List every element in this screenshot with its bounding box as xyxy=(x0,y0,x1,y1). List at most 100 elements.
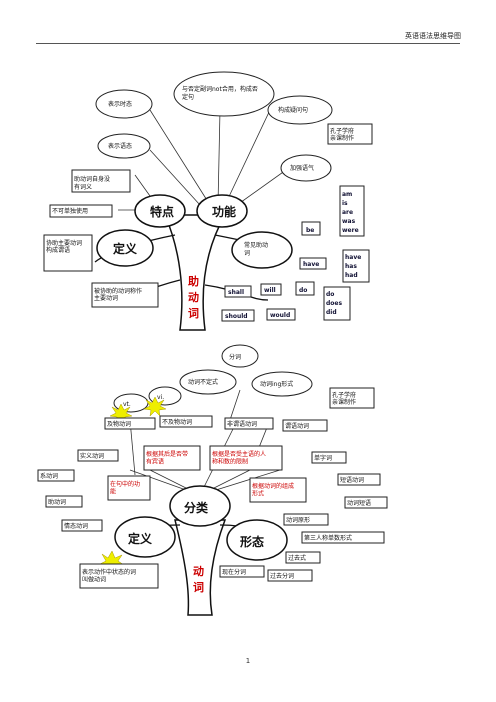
cloud-vt-text: vt. xyxy=(123,401,131,408)
be-form-were: were xyxy=(342,227,359,234)
oval-function xyxy=(196,194,248,228)
box-finite xyxy=(282,419,328,432)
form-present-participle-text: 现在分词 xyxy=(222,568,246,576)
definition2-label: 定义 xyxy=(128,531,153,546)
cloud-negation-text-1: 与否定副词not合用，构成否定句 xyxy=(182,85,258,101)
form-third-text: 第三人称单数形式 xyxy=(304,534,352,542)
red-box-person-text: 根据是否受主语的人称和数的限制 xyxy=(212,450,266,465)
box-modal-text: 情态动词 xyxy=(64,522,88,530)
word-would-text: would xyxy=(270,312,290,319)
cloud-emphasis xyxy=(280,154,332,182)
box-phrasal xyxy=(337,473,381,486)
box-intransitive-text: 不及物动词 xyxy=(162,418,192,426)
box-modal xyxy=(61,519,103,532)
page-number: 1 xyxy=(245,657,251,665)
oval-classification xyxy=(169,485,231,527)
box-transitive-text: 及物动词 xyxy=(107,420,131,428)
box-assist-text: 协助主要动词构成谓语 xyxy=(46,239,82,254)
red-box-object xyxy=(143,445,201,471)
cloud-voice xyxy=(97,133,151,159)
word-will-text: will xyxy=(264,287,276,294)
oval-definition xyxy=(96,229,154,267)
be-form-was: was xyxy=(342,218,356,225)
spokes xyxy=(118,109,301,211)
map2-title: 动词 xyxy=(193,564,204,594)
word-do xyxy=(295,281,315,296)
credit-text: 孔子学府 亲课制作 xyxy=(330,127,356,142)
red-box-form xyxy=(249,477,307,503)
credit-box-2 xyxy=(329,387,375,409)
cloud-voice-text: 表示语态 xyxy=(108,142,132,150)
box-main-verb-text: 被协助的动词称作主要动词 xyxy=(94,287,142,302)
credit-box xyxy=(327,123,373,145)
cloud-participle-text: 分词 xyxy=(229,353,241,361)
function-label: 功能 xyxy=(212,204,236,219)
box-notional xyxy=(77,449,119,462)
oval-feature xyxy=(134,194,186,228)
have-form-had: had xyxy=(345,272,358,279)
form-past-text: 过去式 xyxy=(288,554,306,562)
cloud-participle xyxy=(221,344,259,368)
box-nonfinite xyxy=(224,417,274,430)
red-box-function-text: 在句中的功能 xyxy=(110,480,140,495)
box-finite-text: 谓语动词 xyxy=(285,422,309,430)
cloud-infinitive-text: 动词不定式 xyxy=(188,378,218,386)
oval-common xyxy=(231,231,293,269)
box-verb-phrase-text: 动词短语 xyxy=(347,499,371,507)
word-would xyxy=(266,308,296,321)
map1-title: 助动词 xyxy=(188,274,199,320)
cloud-negation xyxy=(173,71,275,117)
word-have xyxy=(299,257,327,270)
have-forms-box xyxy=(342,249,370,283)
form-base-text: 动词原形 xyxy=(286,516,310,524)
box-auxiliary-text: 助动词 xyxy=(48,498,66,506)
form-past-participle-text: 过去分词 xyxy=(270,572,294,580)
box-linking xyxy=(37,469,75,482)
box-notional-text: 实义动词 xyxy=(80,452,104,460)
form-past-participle xyxy=(267,569,313,582)
box-linking-text: 系动词 xyxy=(40,472,58,480)
header-rule xyxy=(36,43,460,44)
feature-label: 特点 xyxy=(150,204,174,219)
red-box-function xyxy=(107,475,151,501)
map1: 与否定副词not合用，构成否定句 表示时态 构成疑问句 表示语态 加强语气 孔子… xyxy=(43,71,373,331)
red-box-object-text: 根据其后是否带有宾语 xyxy=(146,450,188,465)
be-form-is: is xyxy=(342,200,348,207)
do-form-does: does xyxy=(326,300,342,307)
word-will xyxy=(260,283,282,296)
form-label: 形态 xyxy=(240,534,264,549)
word-shall-text: shall xyxy=(228,289,244,296)
cloud-ing xyxy=(251,371,313,397)
red-box-form-text: 根据动词的组成形式 xyxy=(252,482,294,497)
common-label: 常见助动词 xyxy=(244,241,268,257)
box-nonfinite-text: 非谓语动词 xyxy=(227,420,257,428)
box-single xyxy=(311,451,347,464)
tree-trunk-2 xyxy=(174,519,227,616)
have-form-have: have xyxy=(345,254,361,261)
box-assist xyxy=(43,234,93,272)
form-base xyxy=(283,513,329,526)
have-form-has: has xyxy=(345,263,357,270)
cloud-ing-text: 动词ing形式 xyxy=(260,380,293,388)
cloud-emphasis-text: 加强语气 xyxy=(290,164,314,172)
word-have-text: have xyxy=(303,261,319,268)
definition-label: 定义 xyxy=(113,241,138,256)
form-present-participle xyxy=(219,565,265,578)
word-be xyxy=(301,221,321,236)
box-no-meaning-text: 助动词自身没有词义 xyxy=(74,175,110,191)
classification-label: 分类 xyxy=(184,500,209,515)
cloud-question-text: 构成疑问句 xyxy=(278,106,308,114)
form-third xyxy=(301,531,385,544)
box-not-alone xyxy=(49,204,113,218)
header-title: 英语语法思维导图 xyxy=(405,32,461,40)
cloud-infinitive xyxy=(179,369,237,395)
word-should-text: should xyxy=(225,313,248,320)
form-past xyxy=(285,551,321,564)
do-form-did: did xyxy=(326,309,337,316)
cloud-tense-text: 表示时态 xyxy=(108,100,132,108)
cloud-vi-text: vi. xyxy=(157,394,164,401)
word-be-text: be xyxy=(306,227,314,234)
word-do-text: do xyxy=(299,287,307,294)
cloud-question xyxy=(267,95,333,125)
